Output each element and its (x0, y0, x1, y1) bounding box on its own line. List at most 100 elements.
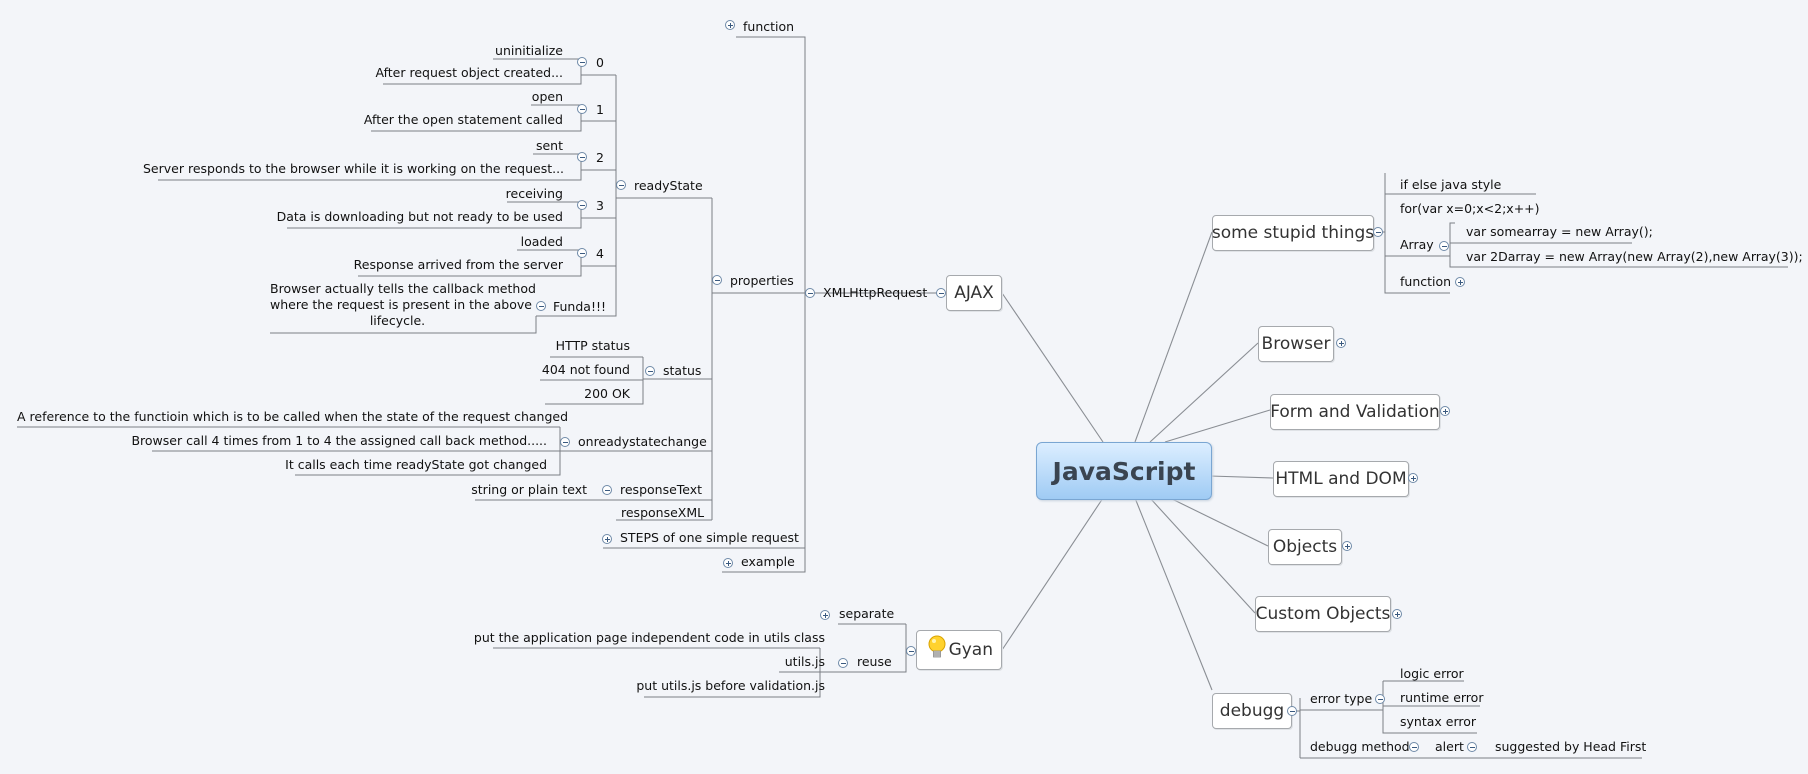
node-stupid-function[interactable]: function (1400, 274, 1452, 289)
node-state-3-name[interactable]: receiving (505, 186, 563, 201)
example-expand-icon[interactable] (723, 558, 733, 568)
node-xmlhttprequest[interactable]: XMLHttpRequest (823, 285, 928, 300)
line-funda (536, 198, 617, 317)
node-debugg-method[interactable]: debugg method (1310, 739, 1410, 754)
central-topic[interactable]: JavaScript (1036, 442, 1212, 500)
branch-form-validation[interactable]: Form and Validation (1270, 394, 1440, 430)
branch-debugg[interactable]: debugg (1212, 693, 1292, 729)
node-responsetext[interactable]: responseText (620, 482, 703, 497)
node-state-2[interactable]: 2 (596, 150, 604, 165)
node-responsetext-value[interactable]: string or plain text (471, 482, 587, 497)
node-onready-3[interactable]: It calls each time readyState got change… (285, 457, 547, 472)
branch-line-custom (1149, 497, 1256, 614)
node-steps[interactable]: STEPS of one simple request (620, 530, 799, 545)
node-alert-note[interactable]: suggested by Head First (1495, 739, 1647, 754)
node-state-4[interactable]: 4 (596, 246, 604, 261)
node-array-2d[interactable]: var 2Darray = new Array(new Array(2),new… (1466, 249, 1803, 264)
function-expand-icon[interactable] (725, 20, 735, 30)
objects-expand-icon[interactable] (1342, 541, 1352, 551)
state-0-collapse-icon[interactable] (577, 57, 587, 67)
state-4-collapse-icon[interactable] (577, 248, 587, 258)
properties-collapse-icon[interactable] (712, 275, 722, 285)
custom-objects-expand-icon[interactable] (1392, 609, 1402, 619)
node-alert[interactable]: alert (1435, 739, 1464, 754)
responsetext-collapse-icon[interactable] (602, 485, 612, 495)
branch-some-stupid-things[interactable]: some stupid things (1212, 215, 1374, 251)
node-state-4-desc[interactable]: Response arrived from the server (353, 257, 563, 272)
node-utils-note[interactable]: put utils.js before validation.js (636, 678, 825, 693)
node-funda[interactable]: Funda!!! (553, 299, 606, 314)
branch-browser[interactable]: Browser (1258, 326, 1334, 362)
node-state-1-desc[interactable]: After the open statement called (363, 112, 563, 127)
node-logic-error[interactable]: logic error (1400, 666, 1464, 681)
branch-ajax[interactable]: AJAX (946, 275, 1002, 311)
node-status-200[interactable]: 200 OK (584, 386, 630, 401)
html-dom-expand-icon[interactable] (1408, 473, 1418, 483)
node-reuse[interactable]: reuse (857, 654, 892, 669)
node-runtime-error[interactable]: runtime error (1400, 690, 1484, 705)
state-1-collapse-icon[interactable] (577, 104, 587, 114)
node-state-0[interactable]: 0 (596, 55, 604, 70)
state-2-collapse-icon[interactable] (577, 152, 587, 162)
node-syntax-error[interactable]: syntax error (1400, 714, 1477, 729)
gyan-collapse-icon[interactable] (906, 646, 916, 656)
ajax-collapse-icon[interactable] (936, 288, 946, 298)
xhr-collapse-icon[interactable] (805, 288, 815, 298)
node-state-2-desc[interactable]: Server responds to the browser while it … (143, 161, 565, 176)
node-onready-1[interactable]: A reference to the functioin which is to… (17, 409, 569, 424)
node-state-2-name[interactable]: sent (535, 138, 563, 153)
node-state-0-name[interactable]: uninitialize (495, 43, 563, 58)
debugg-method-collapse-icon[interactable] (1409, 742, 1419, 752)
node-status-404[interactable]: 404 not found (541, 362, 630, 377)
node-for-loop[interactable]: for(var x=0;x<2;x++) (1400, 201, 1540, 216)
node-if-else[interactable]: if else java style (1400, 177, 1502, 192)
state-3-collapse-icon[interactable] (577, 200, 587, 210)
branch-line-browser (1149, 342, 1259, 443)
node-utils[interactable]: utils.js (784, 654, 825, 669)
node-readystate[interactable]: readyState (634, 178, 703, 193)
stupid-function-expand-icon[interactable] (1455, 277, 1465, 287)
funda-collapse-icon[interactable] (536, 301, 546, 311)
status-collapse-icon[interactable] (645, 366, 655, 376)
node-state-3[interactable]: 3 (596, 198, 604, 213)
node-state-0-desc[interactable]: After request object created... (375, 65, 563, 80)
node-state-3-desc[interactable]: Data is downloading but not ready to be … (276, 209, 563, 224)
debugg-collapse-icon[interactable] (1287, 706, 1297, 716)
reuse-collapse-icon[interactable] (838, 658, 848, 668)
errortype-collapse-icon[interactable] (1375, 694, 1385, 704)
branch-objects[interactable]: Objects (1268, 529, 1342, 565)
line-state-2 (158, 154, 582, 181)
node-state-1-name[interactable]: open (531, 89, 563, 104)
node-onready-2[interactable]: Browser call 4 times from 1 to 4 the ass… (131, 433, 547, 448)
node-status-http[interactable]: HTTP status (555, 338, 630, 353)
onready-collapse-icon[interactable] (560, 437, 570, 447)
separate-expand-icon[interactable] (820, 610, 830, 620)
steps-expand-icon[interactable] (602, 534, 612, 544)
form-validation-expand-icon[interactable] (1440, 406, 1450, 416)
node-example[interactable]: example (741, 554, 795, 569)
array-collapse-icon[interactable] (1439, 241, 1449, 251)
node-state-4-name[interactable]: loaded (520, 234, 563, 249)
browser-expand-icon[interactable] (1336, 338, 1346, 348)
node-state-1[interactable]: 1 (596, 102, 604, 117)
line-state-4 (358, 250, 582, 277)
node-responsexml[interactable]: responseXML (621, 505, 705, 520)
node-error-type[interactable]: error type (1310, 691, 1373, 706)
alert-collapse-icon[interactable] (1467, 742, 1477, 752)
node-reuse-note[interactable]: put the application page independent cod… (473, 630, 825, 645)
stupid-collapse-icon[interactable] (1373, 227, 1383, 237)
line-function-stupid (1384, 232, 1450, 294)
branch-line-stupid (1134, 231, 1213, 443)
readystate-collapse-icon[interactable] (616, 180, 626, 190)
branch-gyan[interactable]: Gyan (916, 630, 1002, 670)
node-function[interactable]: function (743, 19, 795, 34)
node-properties[interactable]: properties (730, 273, 794, 288)
branch-html-dom[interactable]: HTML and DOM (1273, 461, 1409, 497)
branch-custom-objects[interactable]: Custom Objects (1255, 596, 1391, 632)
node-array-some[interactable]: var somearray = new Array(); (1466, 224, 1653, 239)
node-separate[interactable]: separate (839, 606, 895, 621)
node-array[interactable]: Array (1400, 237, 1434, 252)
line-status-vertical (545, 357, 644, 405)
node-onreadystatechange[interactable]: onreadystatechange (578, 434, 707, 449)
node-status[interactable]: status (663, 363, 702, 378)
